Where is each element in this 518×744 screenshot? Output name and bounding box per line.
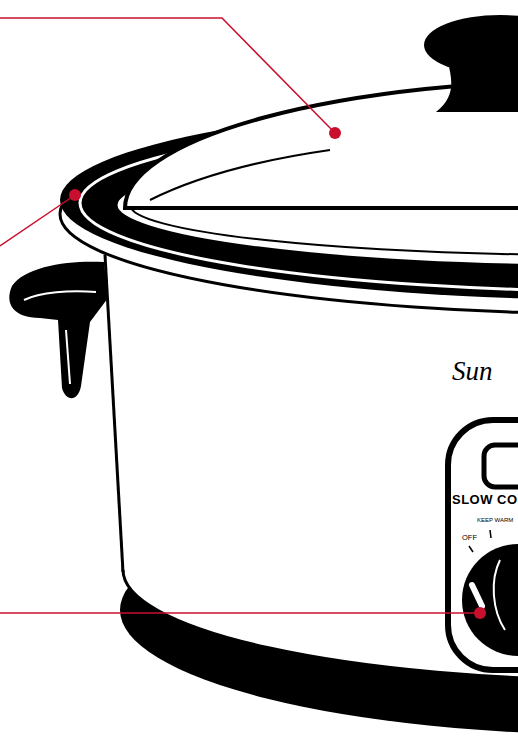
side-handle <box>9 262 108 399</box>
brand-logo: Sun <box>452 358 493 385</box>
dial-setting: KEEP WARM <box>477 517 513 523</box>
handle-highlight <box>24 291 96 300</box>
leader-line <box>0 195 75 246</box>
callout-dot <box>69 189 81 201</box>
dial-grip <box>494 560 505 630</box>
dial-setting: OFF <box>462 534 477 542</box>
lid-shine <box>150 150 330 200</box>
handle-highlight <box>66 330 70 384</box>
dial-tick <box>469 546 473 552</box>
callout-dot <box>329 127 341 139</box>
control-panel <box>448 420 518 670</box>
leader-line <box>0 612 480 614</box>
control-dial <box>462 544 518 656</box>
panel-title: SLOW CO <box>452 493 518 506</box>
lid-knob <box>424 15 518 75</box>
dial-indicator <box>472 585 482 606</box>
callout-dot <box>474 607 486 619</box>
leader-line <box>0 18 335 133</box>
display-window <box>484 445 518 487</box>
dial-tick <box>490 530 491 538</box>
body-edge <box>105 255 123 572</box>
